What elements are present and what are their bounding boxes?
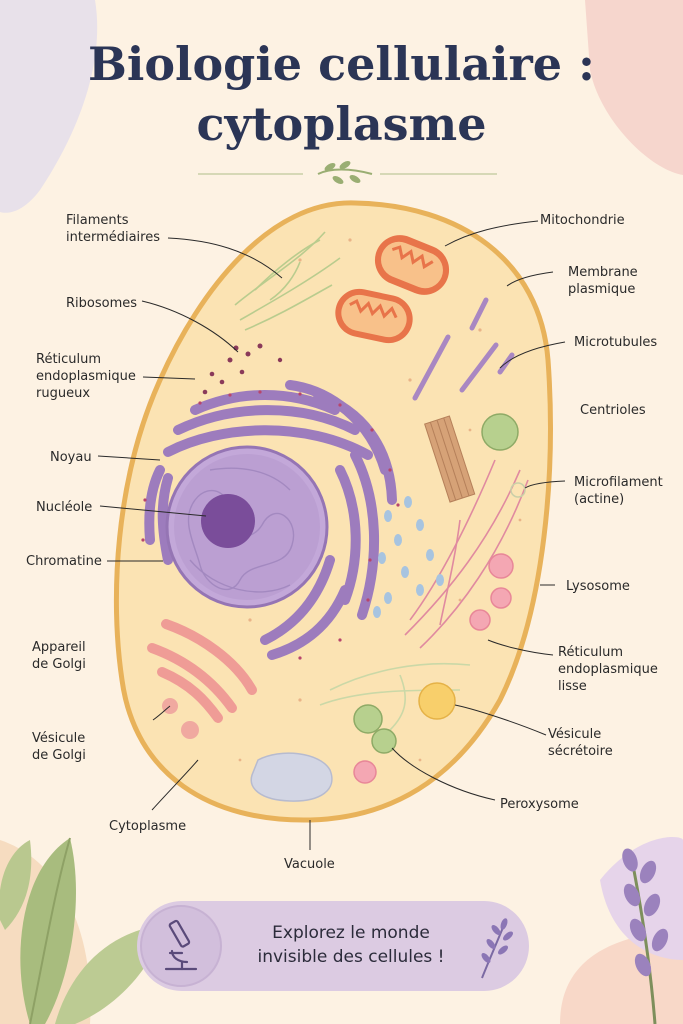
label-nucleole: Nucléole <box>36 500 93 515</box>
label-filaments: Filaments intermédiaires <box>66 213 160 245</box>
title-divider <box>198 161 497 184</box>
nucleolus <box>201 494 255 548</box>
label-vesicule-secretoire: Vésicule sécrétoire <box>548 727 613 759</box>
leader-lines <box>97 220 566 850</box>
label-membrane: Membrane plasmique <box>568 265 638 297</box>
title-line-1: Biologie cellulaire : <box>87 37 596 91</box>
label-lysosome: Lysosome <box>566 579 630 594</box>
vacuole <box>250 752 333 802</box>
label-mitochondrie: Mitochondrie <box>540 213 625 228</box>
intermediate-filaments <box>234 231 341 331</box>
microtubules <box>412 297 515 401</box>
rough-er <box>144 380 397 660</box>
label-microtubules: Microtubules <box>574 335 658 350</box>
golgi-apparatus <box>147 619 257 723</box>
label-vacuole: Vacuole <box>284 857 335 872</box>
label-peroxysome: Peroxysome <box>500 797 579 812</box>
title-line-2: cytoplasme <box>196 97 487 151</box>
actin-circle <box>510 482 526 498</box>
label-cytoplasme: Cytoplasme <box>109 819 187 834</box>
label-chromatine: Chromatine <box>26 554 102 569</box>
rough-er-dots <box>141 390 400 660</box>
label-vesicule-golgi: Vésicule de Golgi <box>32 731 86 763</box>
lavender-sprig-icon <box>481 918 513 979</box>
page-title: Biologie cellulaire : <box>0 38 683 90</box>
secretory-vesicle <box>418 682 456 720</box>
banner-text: Explorez le monde invisible des cellules… <box>257 923 445 967</box>
page-subtitle: cytoplasme <box>0 98 683 150</box>
label-golgi: Appareil de Golgi <box>32 640 86 672</box>
lavender-decoration <box>622 848 669 1024</box>
microscope-icon <box>164 919 198 971</box>
label-rough-er: Réticulum endoplasmique rugueux <box>36 352 136 401</box>
peroxysomes <box>353 704 397 754</box>
label-ribosomes: Ribosomes <box>66 296 138 311</box>
centrioles <box>424 413 519 503</box>
microscope-icon-circle <box>140 905 222 987</box>
small-vesicles <box>373 496 444 618</box>
label-microfilament: Microfilament (actine) <box>574 475 663 507</box>
label-noyau: Noyau <box>50 450 92 465</box>
label-smooth-er: Réticulum endoplasmique lisse <box>558 645 658 694</box>
microfilaments <box>404 459 529 649</box>
mitochondria <box>335 235 450 344</box>
label-centrioles: Centrioles <box>580 403 646 418</box>
lysosomes <box>353 553 514 784</box>
